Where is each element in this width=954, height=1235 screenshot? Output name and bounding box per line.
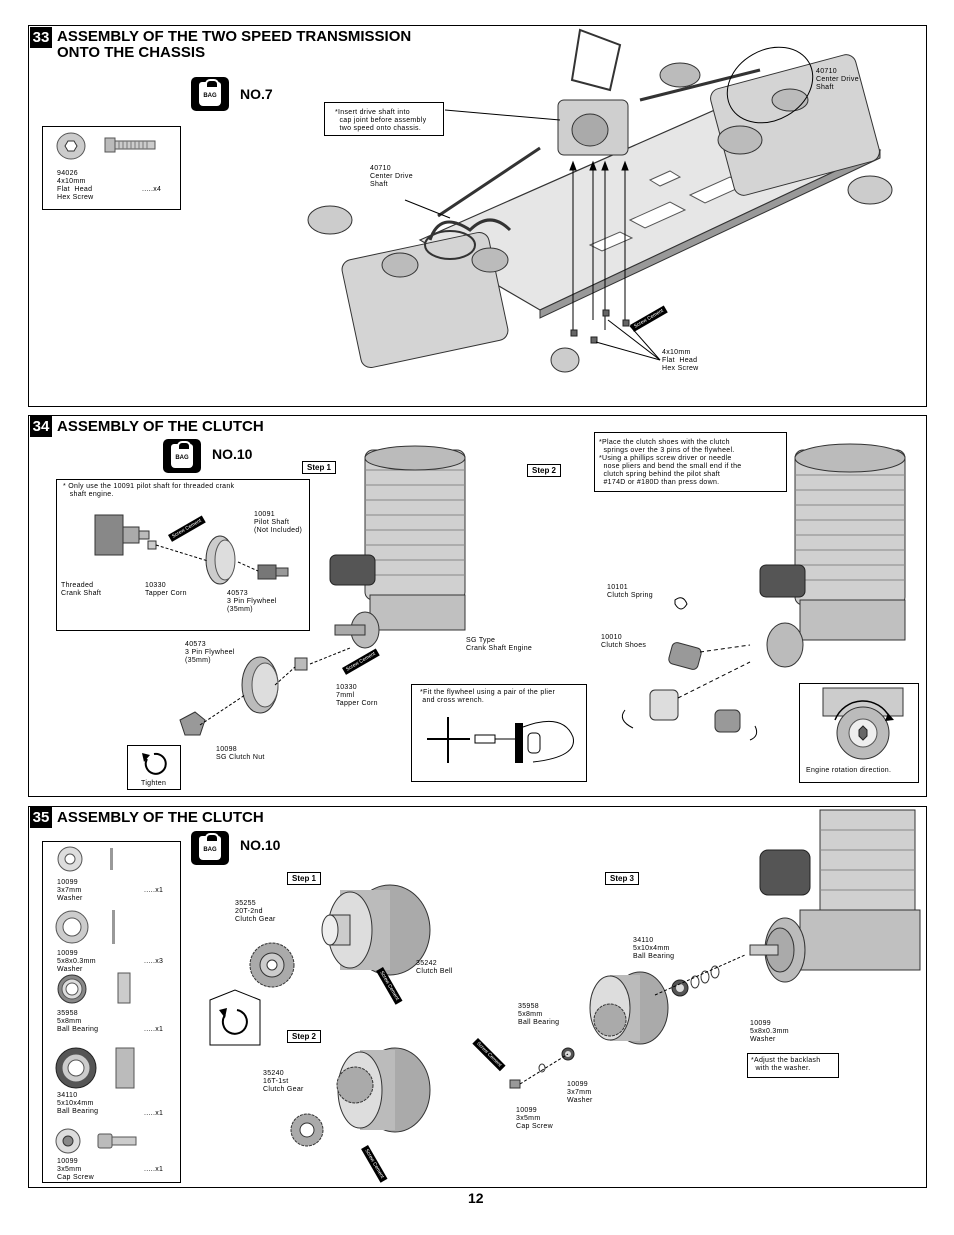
label-tapper-corn-2: 10330 7mml Tapper Corn (336, 684, 378, 707)
label-20t-gear: 35255 20T-2nd Clutch Gear (235, 900, 276, 923)
label-threaded-crank: Threaded Crank Shaft (61, 582, 102, 597)
clutch-bell-step1-illustration (249, 884, 431, 988)
chassis-illustration (307, 28, 893, 373)
step1-label: Step 1 (287, 872, 322, 885)
part-qty: .....x1 (144, 1166, 164, 1173)
step2-label: Step 2 (527, 464, 562, 477)
part-label: 35958 5x8mm Ball Bearing (57, 1010, 99, 1033)
cross-wrench-illustration (427, 717, 574, 763)
label-washer-5x8: 10099 5x8x0.3mm Washer (750, 1020, 789, 1043)
part-qty: .....x3 (144, 958, 164, 965)
step-number-33: 33 (30, 27, 52, 48)
label-sg-engine: SG Type Crank Shaft Engine (466, 637, 533, 652)
part-qty: .....x1 (144, 887, 164, 894)
part-qty: .....x4 (142, 186, 162, 193)
bag-icon: BAG (163, 439, 201, 473)
backlash-note: *Adjust the backlash with the washer. (751, 1057, 821, 1072)
tighten-rotate-icon (142, 752, 167, 775)
parts-box-35 (42, 841, 181, 1183)
step3-label: Step 3 (605, 872, 640, 885)
part-label: 10099 3x7mm Washer (57, 879, 83, 902)
bag-icon: BAG (191, 831, 229, 865)
part-label: 34110 5x10x4mm Ball Bearing (57, 1092, 99, 1115)
clutch-bell-step2-illustration (290, 1047, 431, 1147)
step-number-34: 34 (30, 416, 52, 437)
backlash-note-box (747, 1053, 839, 1078)
clutch-shoes-illustration (621, 597, 758, 741)
part-qty: .....x1 (144, 1110, 164, 1117)
bag-number: NO.10 (212, 446, 253, 462)
part-label-94026: 94026 4x10mm Flat Head Hex Screw (57, 170, 94, 201)
label-tapper-corn-1: 10330 Tapper Corn (145, 582, 187, 597)
part-label: 10099 3x5mm Cap Screw (57, 1158, 94, 1181)
rotation-label: Engine rotation direction. (806, 767, 892, 774)
engine-step2-illustration (759, 443, 906, 668)
note-box (324, 102, 444, 136)
section-34-title: ASSEMBLY OF THE CLUTCH (57, 418, 264, 435)
label-clutch-nut: 10098 SG Clutch Nut (216, 746, 265, 761)
bag-icon: BAG (191, 77, 229, 111)
rotation-arrow-icon (209, 989, 261, 1046)
label-pilot-shaft: 10091 Pilot Shaft (Not Included) (254, 511, 303, 534)
label-hex-screw: 4x10mm Flat Head Hex Screw (662, 349, 699, 372)
exploded-clutch-illustration (509, 954, 746, 1089)
flywheel-assembly-illustration (179, 647, 351, 736)
label-16t-gear: 35240 16T-1st Clutch Gear (263, 1070, 304, 1093)
section-33-title-line2: ONTO THE CHASSIS (57, 44, 206, 61)
step2-note-box (594, 432, 787, 492)
label-clutch-bell: 35242 Clutch Bell (416, 960, 453, 975)
flat-head-screw-illustration (56, 132, 156, 160)
label-center-drive-shaft-left: 40710 Center Drive Shaft (370, 165, 413, 188)
label-clutch-shoes: 10010 Clutch Shoes (601, 634, 647, 649)
page-number: 12 (468, 1190, 484, 1206)
part-qty: .....x1 (144, 1026, 164, 1033)
parts-illustrations-35 (55, 846, 137, 1154)
label-bearing-5x8: 35958 5x8mm Ball Bearing (518, 1003, 560, 1026)
plier-note: *Fit the flywheel using a pair of the pl… (420, 689, 556, 704)
bag-number: NO.7 (240, 86, 273, 102)
bag-number: NO.10 (240, 837, 281, 853)
label-clutch-spring: 10101 Clutch Spring (607, 584, 653, 599)
rotation-direction-illustration (822, 687, 904, 760)
tighten-label: Tighten (141, 780, 167, 787)
engine-step1-illustration (329, 445, 466, 649)
note-text: *Insert drive shaft into cap joint befor… (335, 109, 427, 132)
engine-step3-illustration (749, 809, 921, 983)
section-33-title-line1: ASSEMBLY OF THE TWO SPEED TRANSMISSION (57, 28, 412, 45)
part-label: 10099 5x8x0.3mm Washer (57, 950, 96, 973)
section-35-title: ASSEMBLY OF THE CLUTCH (57, 809, 264, 826)
label-flywheel-2: 40573 3 Pin Flywheel (35mm) (185, 641, 235, 664)
label-flywheel-1: 40573 3 Pin Flywheel (35mm) (227, 590, 277, 613)
step1-label: Step 1 (302, 461, 337, 474)
tighten-box (127, 745, 181, 790)
label-washer-3x7: 10099 3x7mm Washer (567, 1081, 593, 1104)
label-bearing-5x10x4: 34110 5x10x4mm Ball Bearing (633, 937, 675, 960)
inset-note: * Only use the 10091 pilot shaft for thr… (63, 483, 235, 498)
step2-note: *Place the clutch shoes with the clutch … (599, 439, 742, 486)
pilot-shaft-illustration (94, 514, 289, 585)
label-cap-screw: 10099 3x5mm Cap Screw (516, 1107, 553, 1130)
step2-label: Step 2 (287, 1030, 322, 1043)
label-center-drive-shaft-right: 40710 Center Drive Shaft (816, 68, 859, 91)
step-number-35: 35 (30, 807, 52, 828)
plier-note-box (411, 684, 587, 782)
